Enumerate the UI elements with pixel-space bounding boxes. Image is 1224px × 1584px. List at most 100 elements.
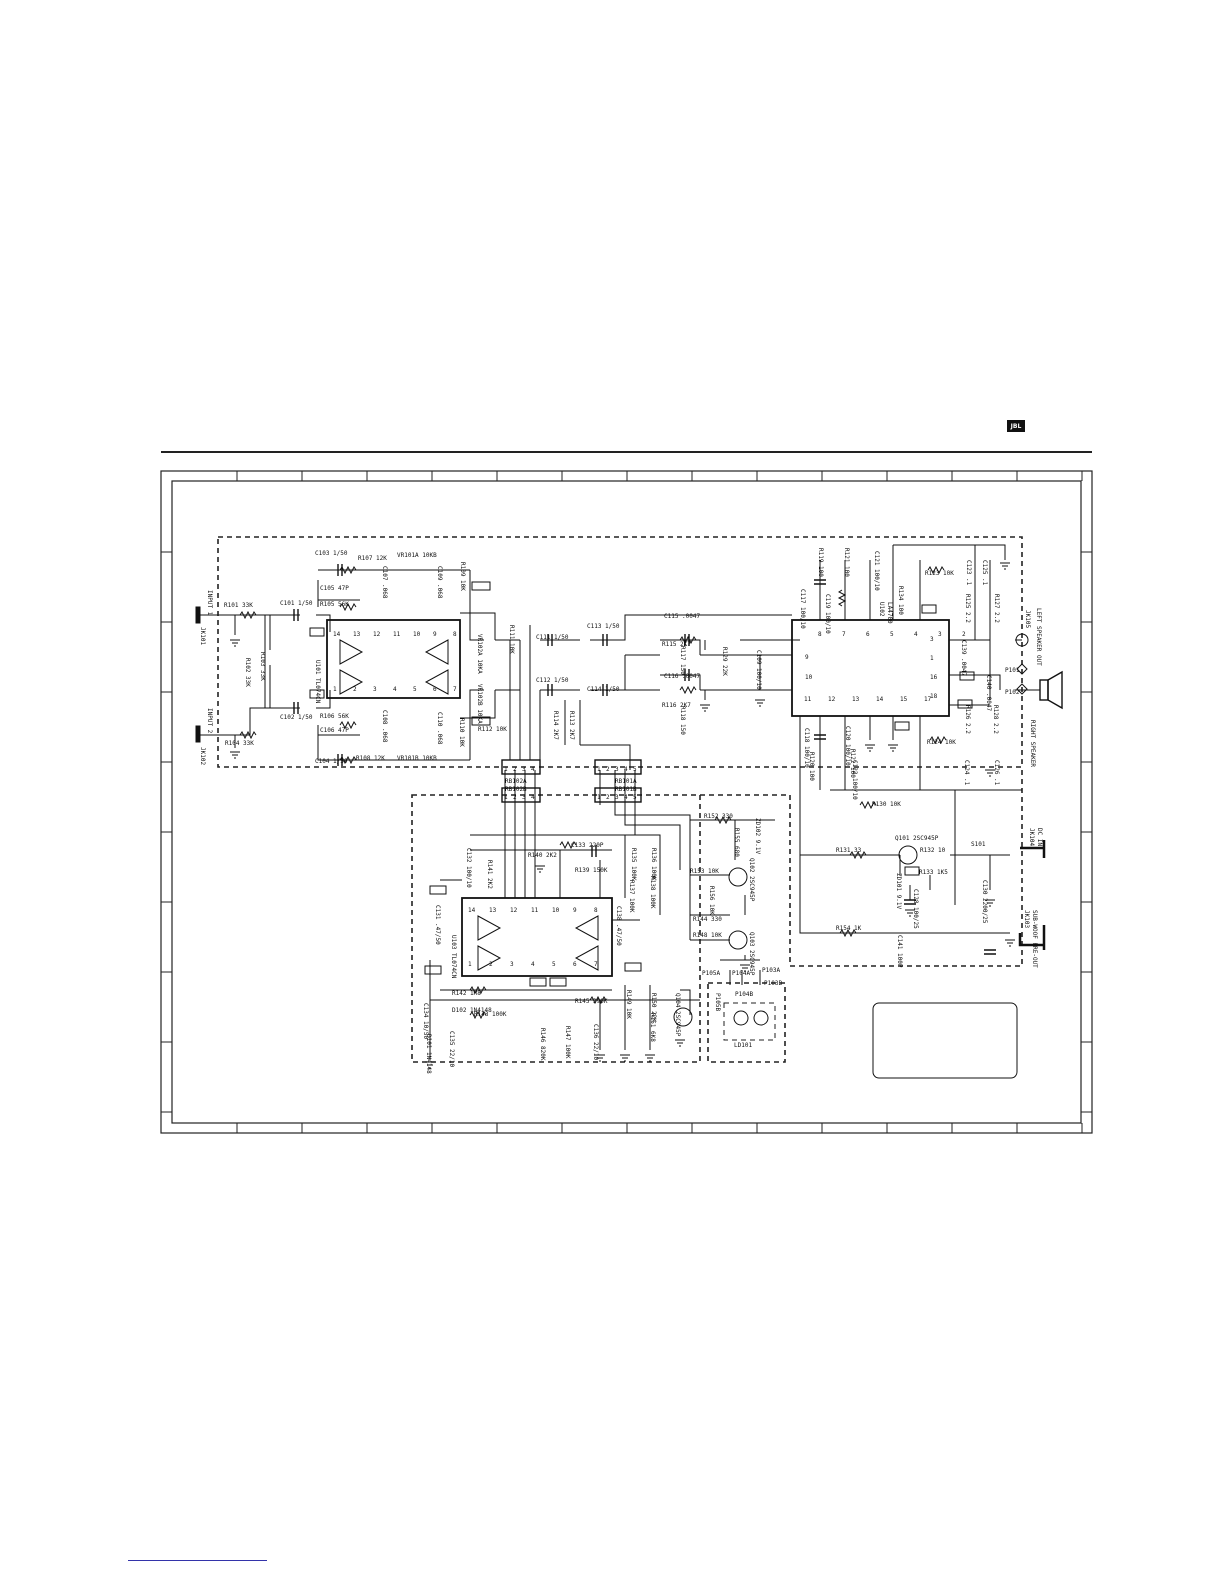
label-r117: R117 150	[679, 646, 686, 675]
rb102b-pin: 2	[513, 794, 517, 801]
ground-symbol	[888, 744, 898, 752]
rb101a-label: RB101A	[615, 778, 637, 785]
label-c122: C122 100/10	[851, 760, 858, 800]
jk104-label: JK104	[1028, 828, 1035, 846]
resistor-symbols	[239, 565, 947, 1020]
label-d102: D102 1N4148	[452, 1007, 492, 1014]
jbl-logo: JBL	[1007, 420, 1025, 432]
label-r106: R106 56K	[320, 713, 349, 720]
label-c109b: C109 100/10	[755, 650, 762, 690]
label-d101: D101 1N4148	[425, 1034, 432, 1074]
u102-label: U102	[878, 602, 885, 617]
label-c109: C109 .068	[436, 566, 443, 599]
label-r149: R149 10K	[625, 990, 632, 1019]
u103-pin: 12	[510, 907, 518, 914]
label-c107: C107 .068	[381, 566, 388, 599]
label-c141: C141 100P	[896, 935, 903, 968]
u103-pin: 9	[573, 907, 577, 914]
footer-link-rule	[128, 1560, 267, 1561]
u102-pin: 10	[805, 674, 813, 681]
label-r145: R145 390K	[575, 998, 608, 1005]
label-c123: C123 .1	[965, 560, 972, 586]
label-r138: R138 100K	[649, 876, 656, 909]
ground-symbol	[1000, 562, 1010, 570]
u102-pin: 18	[930, 693, 938, 700]
rb101b-pin: 4	[624, 794, 628, 801]
u101-label: U101 TL074CN	[314, 660, 321, 704]
label-c103: C103 1/50	[315, 550, 348, 557]
jk105-label: JK105	[1024, 610, 1031, 628]
input-jacks	[195, 606, 201, 743]
jk101-symbol	[195, 606, 201, 624]
ground-symbol	[985, 899, 995, 907]
label-q102: Q102 2SC945P	[748, 858, 755, 902]
u101-pin: 8	[453, 631, 457, 638]
label-c101: C101 1/50	[280, 600, 313, 607]
label-r140: R140 2K2	[528, 852, 557, 859]
u103-pin: 7	[594, 961, 598, 968]
ground-symbol	[700, 704, 710, 712]
label-r151: R151 6K8	[649, 1013, 656, 1042]
rb102b-label: RB102B	[505, 786, 527, 793]
p102-label: P102	[1005, 689, 1020, 696]
u102-pin: 17	[924, 696, 932, 703]
u101-pin: 5	[413, 686, 417, 693]
rb101b-pin: 5	[633, 794, 637, 801]
label-r102: R102 33K	[244, 658, 251, 687]
q104-symbol	[673, 1007, 693, 1027]
u102-pin: 8	[818, 631, 822, 638]
label-c139: C139 .0047	[960, 640, 967, 677]
label-r139: R139 150K	[575, 867, 608, 874]
label-r152: R152 330	[704, 813, 733, 820]
label-r156: R156 10K	[708, 886, 715, 915]
label-r118: R118 150	[679, 706, 686, 735]
ground-symbol	[645, 1054, 655, 1062]
ground-symbol	[755, 699, 765, 707]
u101-pin: 2	[353, 686, 357, 693]
rb101a-pin: 2	[606, 766, 610, 773]
q103-symbol	[728, 930, 748, 950]
rb101b-box	[594, 787, 642, 803]
label-c116: C116 .0047	[664, 673, 701, 680]
label-r132: R132 10	[920, 847, 946, 854]
ground-symbol	[595, 1054, 605, 1062]
u102-pin: 4	[914, 631, 918, 638]
u101-body	[326, 619, 461, 699]
dc-in-label: DC IN	[1036, 828, 1043, 846]
u101-pin: 13	[353, 631, 361, 638]
u101-pin: 6	[433, 686, 437, 693]
u101-pin: 14	[333, 631, 341, 638]
label-r108: R108 12K	[356, 755, 385, 762]
label-r136: R136 100K	[650, 848, 657, 881]
u102-pin: 7	[842, 631, 846, 638]
u103-label: U103 TL074CN	[450, 935, 457, 979]
dc-jacks	[1018, 840, 1046, 950]
label-c105: C105 47P	[320, 585, 349, 592]
right-speaker-label: RIGHT SPEAKER	[1029, 720, 1036, 767]
input-1-label: INPUT 1	[206, 590, 213, 616]
label-r128: R128 2.2	[992, 705, 999, 734]
q101-symbol	[898, 845, 918, 865]
label-c115: C115 .0047	[664, 613, 701, 620]
speaker-symbol	[1039, 670, 1063, 710]
capacitor-symbols	[293, 564, 996, 955]
ground-symbol	[1005, 939, 1015, 947]
rb101b-pin: 2	[606, 794, 610, 801]
label-r129: R129 22K	[721, 647, 728, 676]
ground-symbols	[230, 562, 1015, 1069]
input-2-label: INPUT 2	[206, 708, 213, 734]
ground-symbol	[675, 1039, 685, 1047]
u101-pin: 1	[333, 686, 337, 693]
u102-pin: 14	[876, 696, 884, 703]
label-r103: R103 33K	[259, 652, 266, 681]
ground-symbol	[425, 1061, 435, 1069]
rb101a-pin: 5	[633, 766, 637, 773]
label-r141: R141 2K2	[486, 860, 493, 889]
label-r111: R111 10K	[508, 625, 515, 654]
u103-pin: 10	[552, 907, 560, 914]
label-c134: C134 10/50	[422, 1003, 429, 1040]
u102-pin: 3	[938, 631, 942, 638]
rb101a-box	[594, 759, 642, 775]
label-c136: C136 22/10	[592, 1024, 599, 1061]
label-p103b: P103B	[764, 980, 782, 987]
